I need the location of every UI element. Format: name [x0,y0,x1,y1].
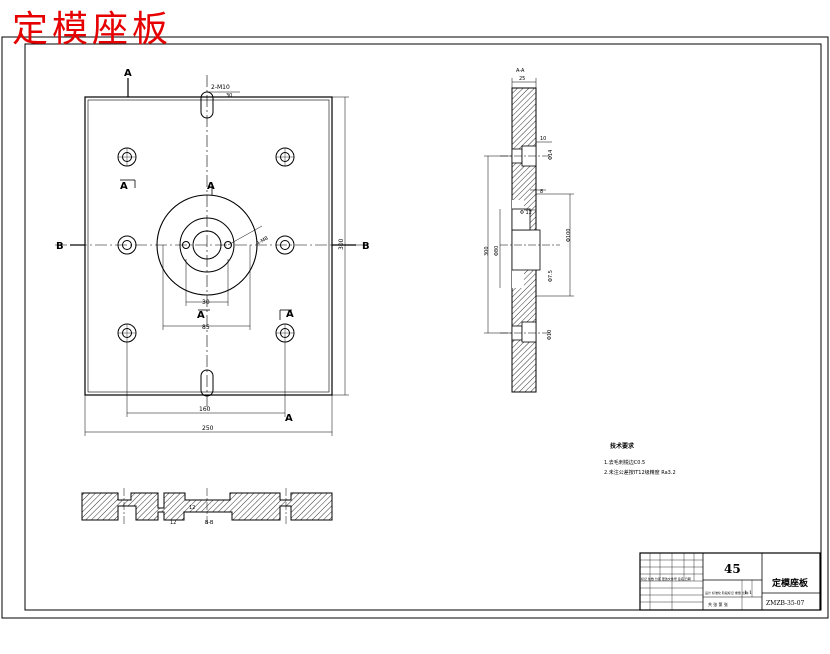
section-label-a: A [120,181,128,192]
dim-height-overall: 300 [338,238,345,250]
section-label-b: B [362,241,370,252]
side-hole: Φ7.5 [548,270,554,282]
section-label-a: A [124,68,132,79]
section-label-a: A [285,413,293,424]
bottom-view-tag: B-B [205,520,214,526]
side-step-d: Φ 12 [520,210,532,216]
side-total: 300 [484,246,490,256]
side-thickness: 25 [519,76,525,82]
side-lower: Φ10 [547,330,553,340]
scale: 1:1 [744,590,752,596]
sprue-bore [192,230,222,260]
notes-heading: 技术要求 [610,442,635,450]
side-view-label: A-A [516,68,525,74]
side-section-view [484,78,574,393]
bottom-dim-2: 12 [189,505,195,511]
side-pocket: 10 [540,136,546,142]
section-label-a: A [207,181,215,192]
bottom-slot [200,369,214,397]
bottom-section-view [81,488,333,526]
section-label-a: A [286,309,294,320]
side-pocket-d: Φ14 [548,150,554,160]
dim-width-overall: 250 [202,425,214,432]
plate-outline [84,96,333,396]
inner-frame [24,43,822,611]
dim-hole-spacing: 160 [199,406,211,413]
drawing-title: 定模座板 [12,9,173,50]
dim-top-slot: 2-M10 [211,84,230,91]
section-label-b: B [56,241,64,252]
drawing-no: ZMZB-35-07 [766,600,805,607]
section-label-a: A [197,310,205,321]
side-step: 8 [540,189,543,195]
notes-line-2: 2.未注公差按IT12级精度 Ra3.2 [604,469,676,476]
material: 45 [724,562,741,576]
tb-row-labels-3: 共 张 第 张 [708,601,728,607]
locating-ring-outer [156,194,258,296]
outer-frame [1,36,829,619]
side-height: Φ80 [494,246,500,256]
part-name: 定模座板 [771,577,809,589]
dim-bore-d1: 30 [202,299,210,306]
tb-row-labels-2: 设计 标准化 阶段标记 重量 比例 [705,590,748,595]
dim-top-slot-depth: 30 [226,93,232,99]
tb-row-labels: 标记 处数 分区 更改文件号 签名 日期 [641,576,691,581]
dim-bore-d2: 85 [202,324,210,331]
dim-pin-holes: 4-M8 [256,235,270,246]
mounting-hole [275,235,295,255]
front-view [55,75,370,436]
mounting-hole [117,235,137,255]
title-block [639,552,821,611]
side-center-d: Φ100 [566,229,572,242]
bottom-dim-1: 12 [170,520,176,526]
notes-line-1: 1.去毛刺锐边C0.5 [604,459,645,466]
